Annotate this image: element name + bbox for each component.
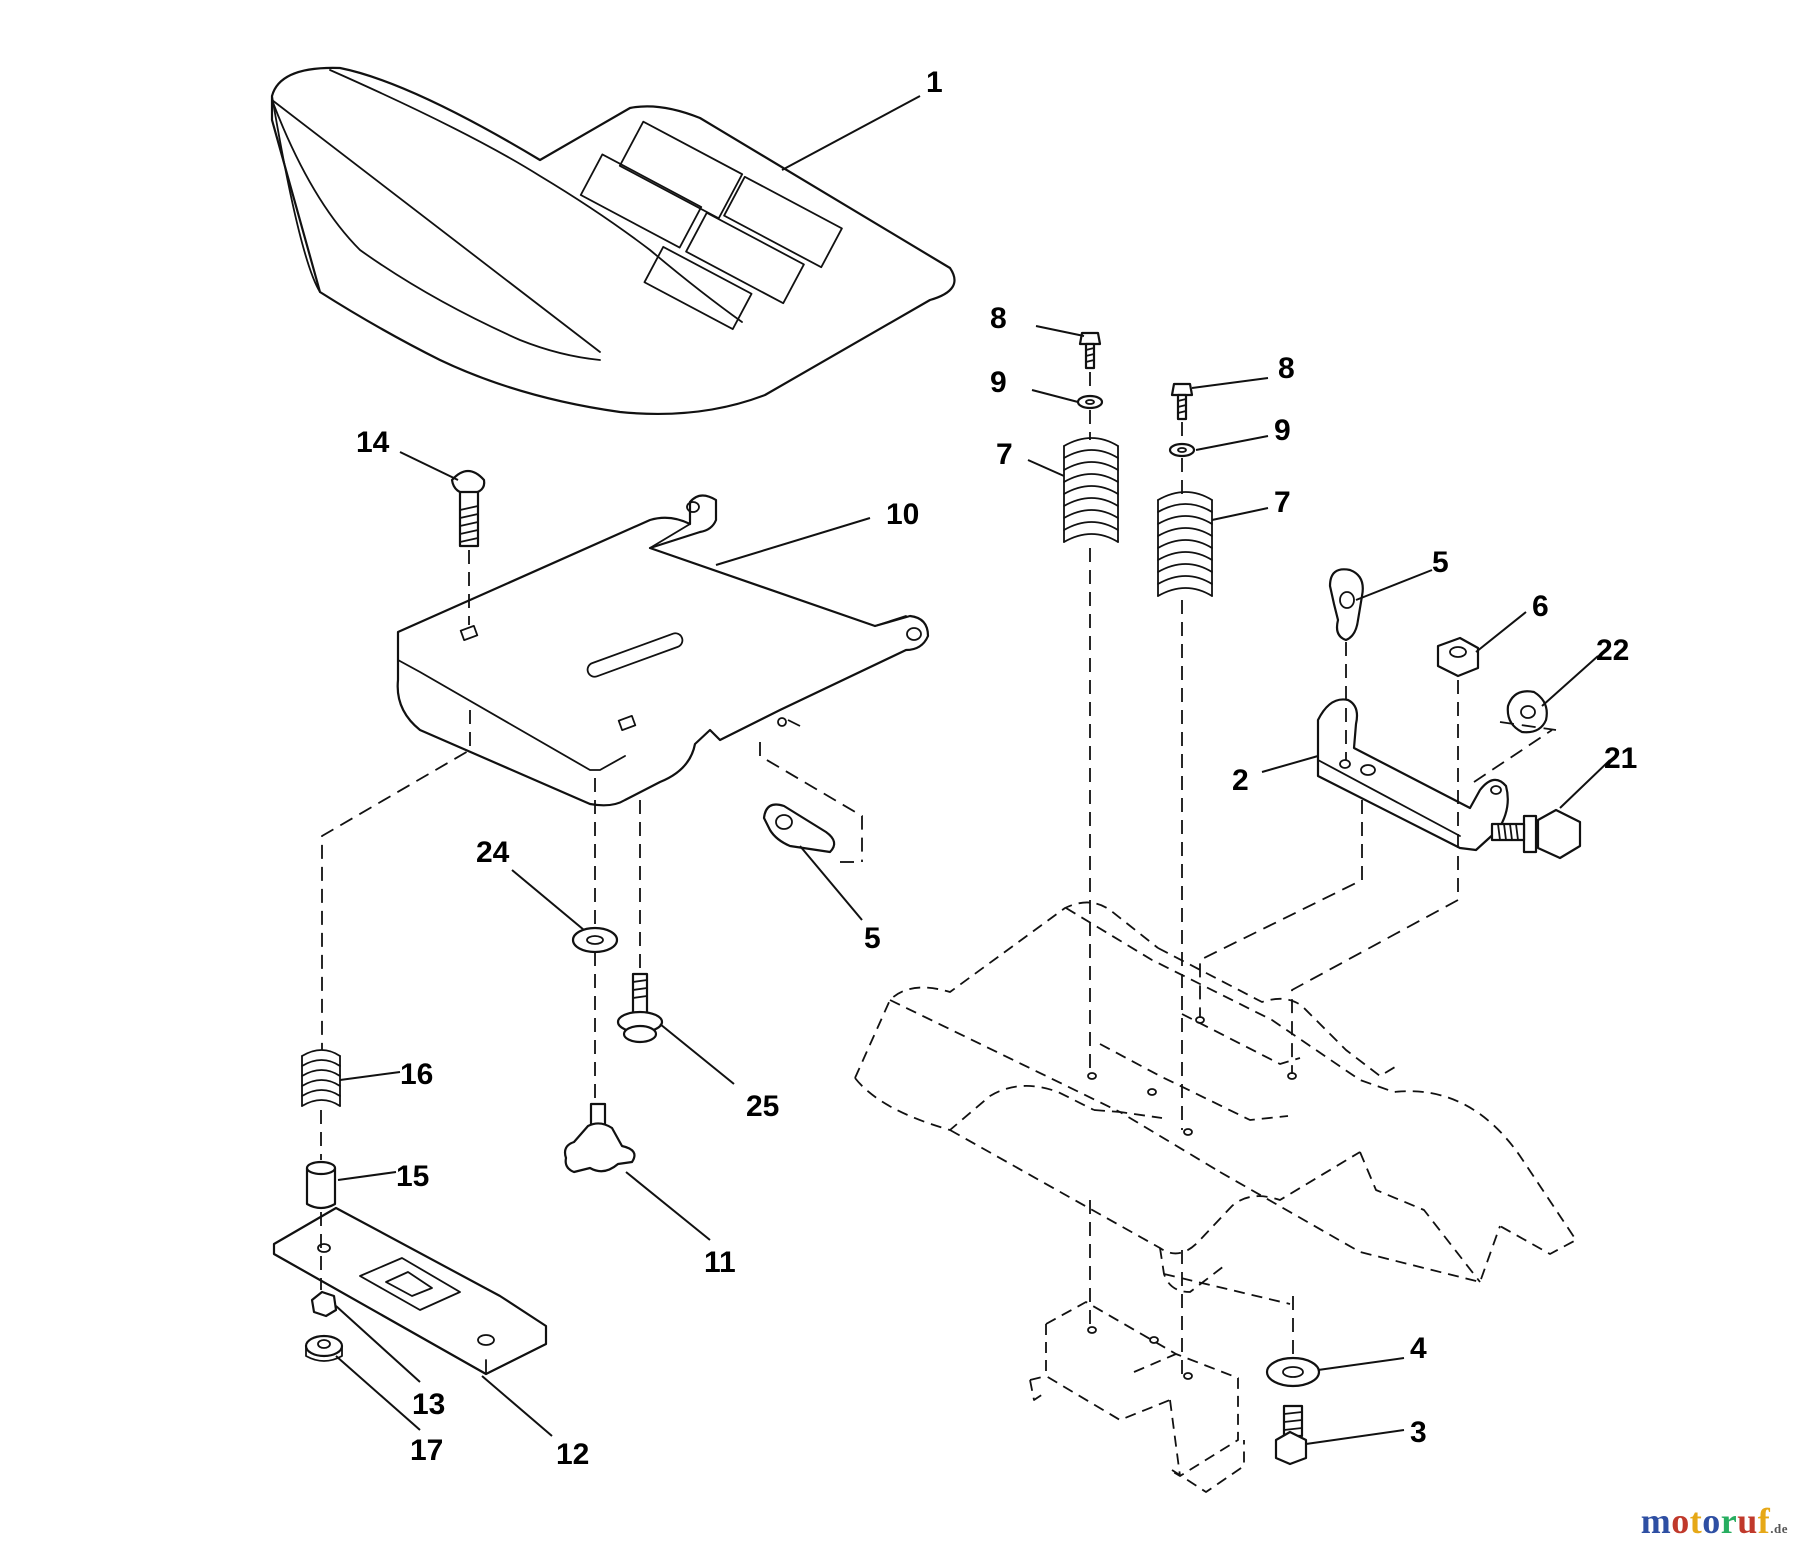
seat-part <box>270 66 956 416</box>
small-spring-part <box>301 1049 341 1107</box>
washer-left-part <box>1076 394 1104 410</box>
callout-11: 11 <box>704 1246 736 1279</box>
watermark-logo: motoruf.de <box>1641 1500 1788 1542</box>
washer-right-part <box>1168 442 1196 458</box>
callout-8-left: 8 <box>990 302 1007 335</box>
callout-5-right: 5 <box>1432 546 1449 579</box>
callout-22: 22 <box>1596 634 1629 667</box>
callout-17: 17 <box>410 1434 443 1467</box>
watermark-letter: t <box>1689 1501 1703 1541</box>
watermark-letter: o <box>1702 1501 1721 1541</box>
spring-left-part <box>1063 437 1119 543</box>
flat-washer-part <box>571 926 619 954</box>
spacer-part <box>305 1160 337 1210</box>
retainer-clip-right-part <box>1328 568 1364 642</box>
slide-plate-part <box>272 1206 548 1376</box>
callout-2: 2 <box>1232 764 1249 797</box>
retainer-clip-left-part <box>762 803 836 854</box>
callout-24: 24 <box>476 836 510 869</box>
frame-bolt-part <box>1274 1404 1308 1466</box>
seat-bolt-right-part <box>1170 382 1194 421</box>
callout-3: 3 <box>1410 1416 1427 1449</box>
callout-8-right: 8 <box>1278 352 1295 385</box>
watermark-letter: r <box>1720 1501 1738 1541</box>
seat-bolt-left-part <box>1078 331 1102 370</box>
callout-21: 21 <box>1604 742 1637 775</box>
callout-7-left: 7 <box>996 438 1013 471</box>
callout-25: 25 <box>746 1090 779 1123</box>
watermark-suffix: .de <box>1770 1521 1788 1536</box>
spring-right-part <box>1157 491 1213 597</box>
callout-9-right: 9 <box>1274 414 1291 447</box>
callout-15: 15 <box>396 1160 429 1193</box>
callout-13: 13 <box>412 1388 445 1421</box>
watermark-letter: u <box>1737 1501 1758 1541</box>
callout-7-right: 7 <box>1274 486 1291 519</box>
callout-12: 12 <box>556 1438 589 1471</box>
pivot-bracket-part <box>1316 698 1509 852</box>
callout-5-left: 5 <box>864 922 881 955</box>
callout-14: 14 <box>356 426 390 459</box>
frame-washer-part <box>1265 1356 1321 1388</box>
callout-leaders <box>335 95 1611 1445</box>
callout-4: 4 <box>1410 1332 1427 1365</box>
flange-locknut-part <box>304 1334 344 1362</box>
callout-1: 1 <box>926 66 943 99</box>
watermark-letter: f <box>1757 1501 1771 1541</box>
locknut-part <box>310 1290 338 1318</box>
callout-6: 6 <box>1532 590 1549 623</box>
watermark-letter: m <box>1640 1501 1672 1541</box>
seat-pan-part <box>396 494 930 807</box>
callout-16: 16 <box>400 1058 433 1091</box>
hex-bolt-part <box>1490 808 1582 860</box>
watermark-letter: o <box>1671 1501 1690 1541</box>
carriage-bolt-part <box>450 469 486 548</box>
callout-9-left: 9 <box>990 366 1007 399</box>
shoulder-bolt-part <box>616 972 664 1044</box>
wing-knob-part <box>563 1102 636 1174</box>
flange-nut-part <box>1506 690 1548 734</box>
tractor-frame-outline <box>854 901 1577 1493</box>
hex-nut-part <box>1436 636 1480 678</box>
callout-labels: 1 2 3 4 5 5 6 7 7 8 8 9 9 10 11 12 13 14… <box>356 66 1637 1471</box>
assembly-lines <box>320 372 1557 1376</box>
callout-10: 10 <box>886 498 919 531</box>
